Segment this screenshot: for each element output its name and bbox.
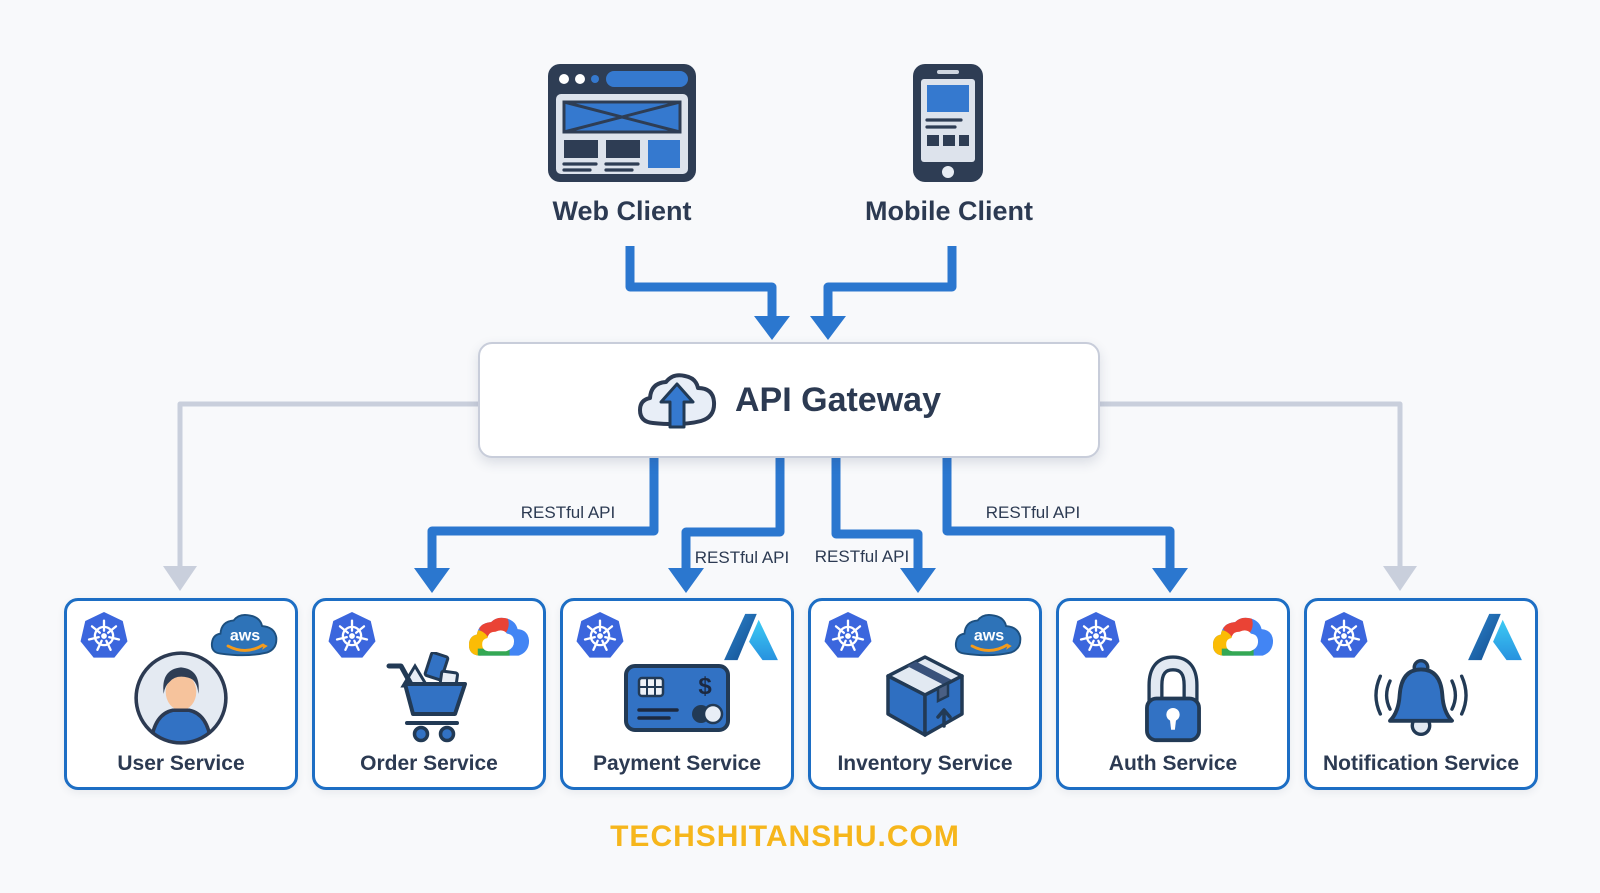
arrowhead-to-notification	[1383, 566, 1417, 591]
restful-api-label-payment: RESTful API	[694, 548, 790, 567]
credit-card-icon	[623, 660, 731, 736]
mobile-client-label: Mobile Client	[865, 196, 1033, 226]
arrowhead-to-inventory	[900, 568, 936, 593]
mobile-phone-icon	[911, 62, 985, 184]
padlock-icon	[1128, 651, 1218, 746]
service-label: Inventory Service	[837, 752, 1013, 775]
arrowhead-to-gateway-left	[754, 316, 790, 340]
restful-api-label-auth: RESTful API	[985, 503, 1081, 522]
arrowhead-to-user	[163, 566, 197, 591]
service-card-user: User Service	[64, 598, 298, 790]
service-card-payment: Payment Service	[560, 598, 794, 790]
arrowhead-to-payment	[668, 568, 704, 593]
arrowhead-to-order	[414, 568, 450, 593]
edge-gateway-to-auth	[942, 458, 1175, 570]
site-watermark: TECHSHITANSHU.COM	[610, 820, 960, 853]
edge-mobile-client-to-gateway	[823, 246, 957, 318]
service-card-auth: Auth Service	[1056, 598, 1290, 790]
service-label: Payment Service	[592, 752, 762, 775]
restful-api-label-order: RESTful API	[520, 503, 616, 522]
edge-gateway-to-user	[177, 401, 478, 568]
service-label: User Service	[117, 752, 245, 775]
web-client-label: Web Client	[552, 196, 692, 226]
api-gateway-label: API Gateway	[735, 380, 941, 419]
user-avatar-icon	[130, 647, 232, 749]
edge-gateway-to-notification	[1100, 401, 1403, 568]
arrowhead-to-gateway-right	[810, 316, 846, 340]
edge-gateway-to-order	[427, 458, 659, 570]
edge-web-client-to-gateway	[625, 246, 777, 318]
edge-gateway-to-payment	[681, 458, 785, 570]
bell-icon	[1368, 652, 1474, 744]
service-label: Order Service	[360, 752, 498, 775]
api-gateway-node: API Gateway	[478, 342, 1100, 458]
cloud-upload-icon	[637, 369, 717, 431]
arrowhead-to-auth	[1152, 568, 1188, 593]
service-label: Auth Service	[1108, 752, 1238, 775]
service-card-order: Order Service	[312, 598, 546, 790]
service-card-notification: Notification Service	[1304, 598, 1538, 790]
service-card-inventory: Inventory Service	[808, 598, 1042, 790]
package-box-icon	[878, 651, 973, 746]
shopping-cart-icon	[379, 652, 479, 744]
restful-api-label-inventory: RESTful API	[814, 547, 910, 566]
web-browser-icon	[546, 62, 698, 184]
service-label: Notification Service	[1322, 752, 1520, 775]
edge-gateway-to-inventory	[831, 458, 923, 570]
